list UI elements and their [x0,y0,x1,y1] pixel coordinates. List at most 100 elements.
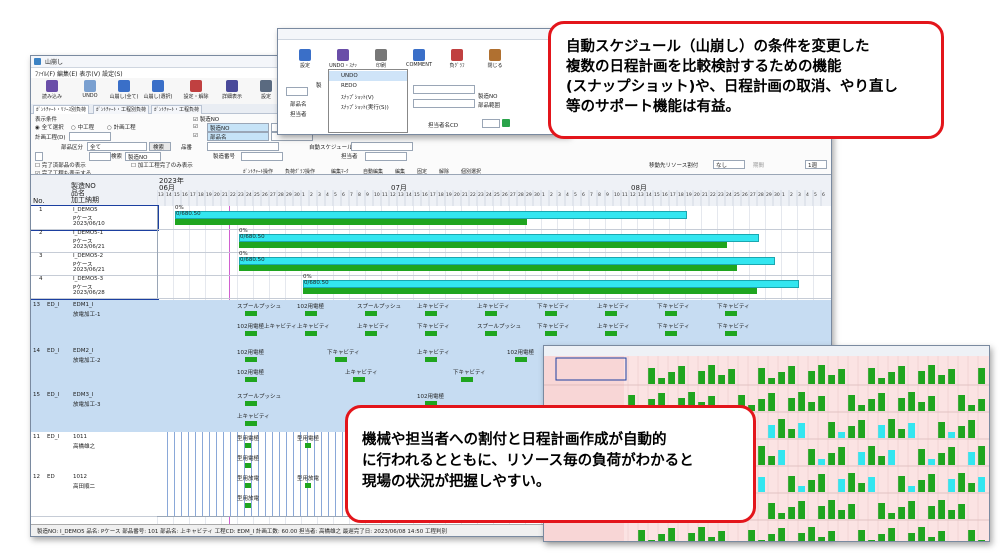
order-work-bar[interactable] [175,219,527,225]
task-bar[interactable] [665,311,677,316]
task-bar[interactable] [605,331,617,336]
task-bar[interactable] [335,357,347,362]
toolbar-button-1[interactable]: UNDO [75,80,105,104]
task-bar[interactable] [245,421,257,426]
grid-tool-1[interactable]: 負荷ｸﾞﾗﾌ操作 [285,169,316,175]
task-bar[interactable] [485,331,497,336]
popup-search-icon[interactable] [502,119,510,127]
task-bar[interactable] [425,357,437,362]
popup-field-0[interactable] [286,87,308,96]
order-progress-bar[interactable] [303,280,799,288]
task-bar[interactable] [245,311,257,316]
task-bar[interactable] [245,331,257,336]
grid-tool-6[interactable]: 解除 [439,169,450,175]
search-button-2[interactable]: 検索 [111,154,123,160]
tantosha-input[interactable] [365,152,407,161]
task-bar[interactable] [545,311,557,316]
menu-item-1[interactable]: REDO [329,81,407,91]
toolbar-button-4[interactable]: 設定・解除 [181,80,211,104]
check-hinmei[interactable]: ☑ [193,124,198,130]
radio-all[interactable]: ◉ 全て選択 [35,125,64,131]
search-input[interactable] [89,152,111,161]
toolbar-button-2[interactable]: 山崩し(全て) [109,80,139,104]
task-bar[interactable] [545,331,557,336]
popup-button-2[interactable]: 印刷 [366,49,396,75]
task-bar[interactable] [425,401,437,406]
seizo-bango-input[interactable] [241,152,283,161]
radio-in-process[interactable]: ○ 中工程 [71,125,95,131]
search-icon[interactable] [35,152,43,161]
external-checkbox[interactable]: ☐ 加工工程完了のみ表示 [131,163,193,169]
task-bar[interactable] [245,483,251,488]
task-bar[interactable] [245,377,257,382]
popup-select-a[interactable] [413,85,475,94]
task-bar[interactable] [605,311,617,316]
hinmei-field[interactable]: 部品名 [207,132,269,141]
hinban-field[interactable] [207,142,279,151]
tab-process[interactable]: ｶﾞﾝﾄﾁｬｰﾄ・工程負荷 [151,105,203,114]
menu-item-0[interactable]: UNDO [329,71,407,81]
task-bar[interactable] [353,377,365,382]
search-button[interactable]: 検索 [149,142,171,151]
order-progress-bar[interactable] [239,257,775,265]
grid-tool-3[interactable]: 自動編集 [363,169,384,175]
order-progress-bar[interactable] [239,234,759,242]
task-bar[interactable] [245,401,257,406]
task-bar[interactable] [425,331,437,336]
task-bar[interactable] [305,483,311,488]
menu-bar[interactable]: ﾌｧｲﾙ(F) 編集(E) 表示(V) 設定(S) [31,68,831,78]
seizo-field[interactable]: 製造NO [207,123,269,132]
department-select[interactable]: 全て [87,142,147,151]
task-bar[interactable] [245,463,251,468]
grid-tool-4[interactable]: 編集 [395,169,406,175]
order-work-bar[interactable] [303,288,757,294]
grid-tool-5[interactable]: 固定 [417,169,428,175]
order-progress-bar[interactable] [175,211,687,219]
toolbar-button-5[interactable]: 詳細表示 [217,80,247,104]
move-resource-select[interactable]: なし [713,160,745,169]
search-field-select[interactable]: 製造NO [125,152,161,161]
menu-item-2[interactable]: ｽﾅｯﾌﾟｼｮｯﾄ(V) [329,91,407,101]
toolbar-button-3[interactable]: 山崩し(選択) [143,80,173,104]
check-hinban[interactable]: ☑ [193,133,198,139]
task-bar[interactable] [245,443,251,448]
toolbar-button-0[interactable]: 読み込み [37,80,67,104]
popup-button-5[interactable]: 閉じる [480,49,510,75]
task-bar[interactable] [461,377,473,382]
auto-schedule-select[interactable] [351,142,413,151]
popup-button-0[interactable]: 設定 [290,49,320,75]
task-bar[interactable] [665,331,677,336]
popup-select-b[interactable] [413,99,475,108]
plan-date-input[interactable] [69,132,111,141]
unfinished-checkbox[interactable]: ☐ 完了済部品の表示 [35,163,86,169]
grid-tool-7[interactable]: 個別選択 [461,169,482,175]
task-bar[interactable] [245,503,251,508]
task-bar[interactable] [425,311,437,316]
menu-item-3[interactable]: ｽﾅｯﾌﾟｼｮｯﾄ(実行(S)) [329,101,407,111]
task-bar[interactable] [305,331,317,336]
task-bar[interactable] [725,331,737,336]
order-work-bar[interactable] [239,265,737,271]
period-select[interactable]: 1週 [805,160,827,169]
grid-tool-2[interactable]: 編集ﾏｰｸ [331,169,349,175]
grid-tool-0[interactable]: ｶﾞﾝﾄﾁｬｰﾄ操作 [243,169,274,175]
task-bar[interactable] [365,331,377,336]
popup-button-4[interactable]: 負ｸﾞﾗﾌ [442,49,472,75]
task-bar[interactable] [725,311,737,316]
order-work-bar[interactable] [239,242,727,248]
radio-plan[interactable]: ○ 計画工程 [107,125,136,131]
task-bar[interactable] [305,311,317,316]
task-bar[interactable] [245,357,257,362]
menu-items[interactable]: ﾌｧｲﾙ(F) 編集(E) 表示(V) 設定(S) [35,71,123,78]
task-bar[interactable] [305,443,311,448]
tab-resource-load[interactable]: ｶﾞﾝﾄﾁｬｰﾄ・ﾘｿｰｽ別負荷 [33,105,90,114]
task-bar[interactable] [485,311,497,316]
